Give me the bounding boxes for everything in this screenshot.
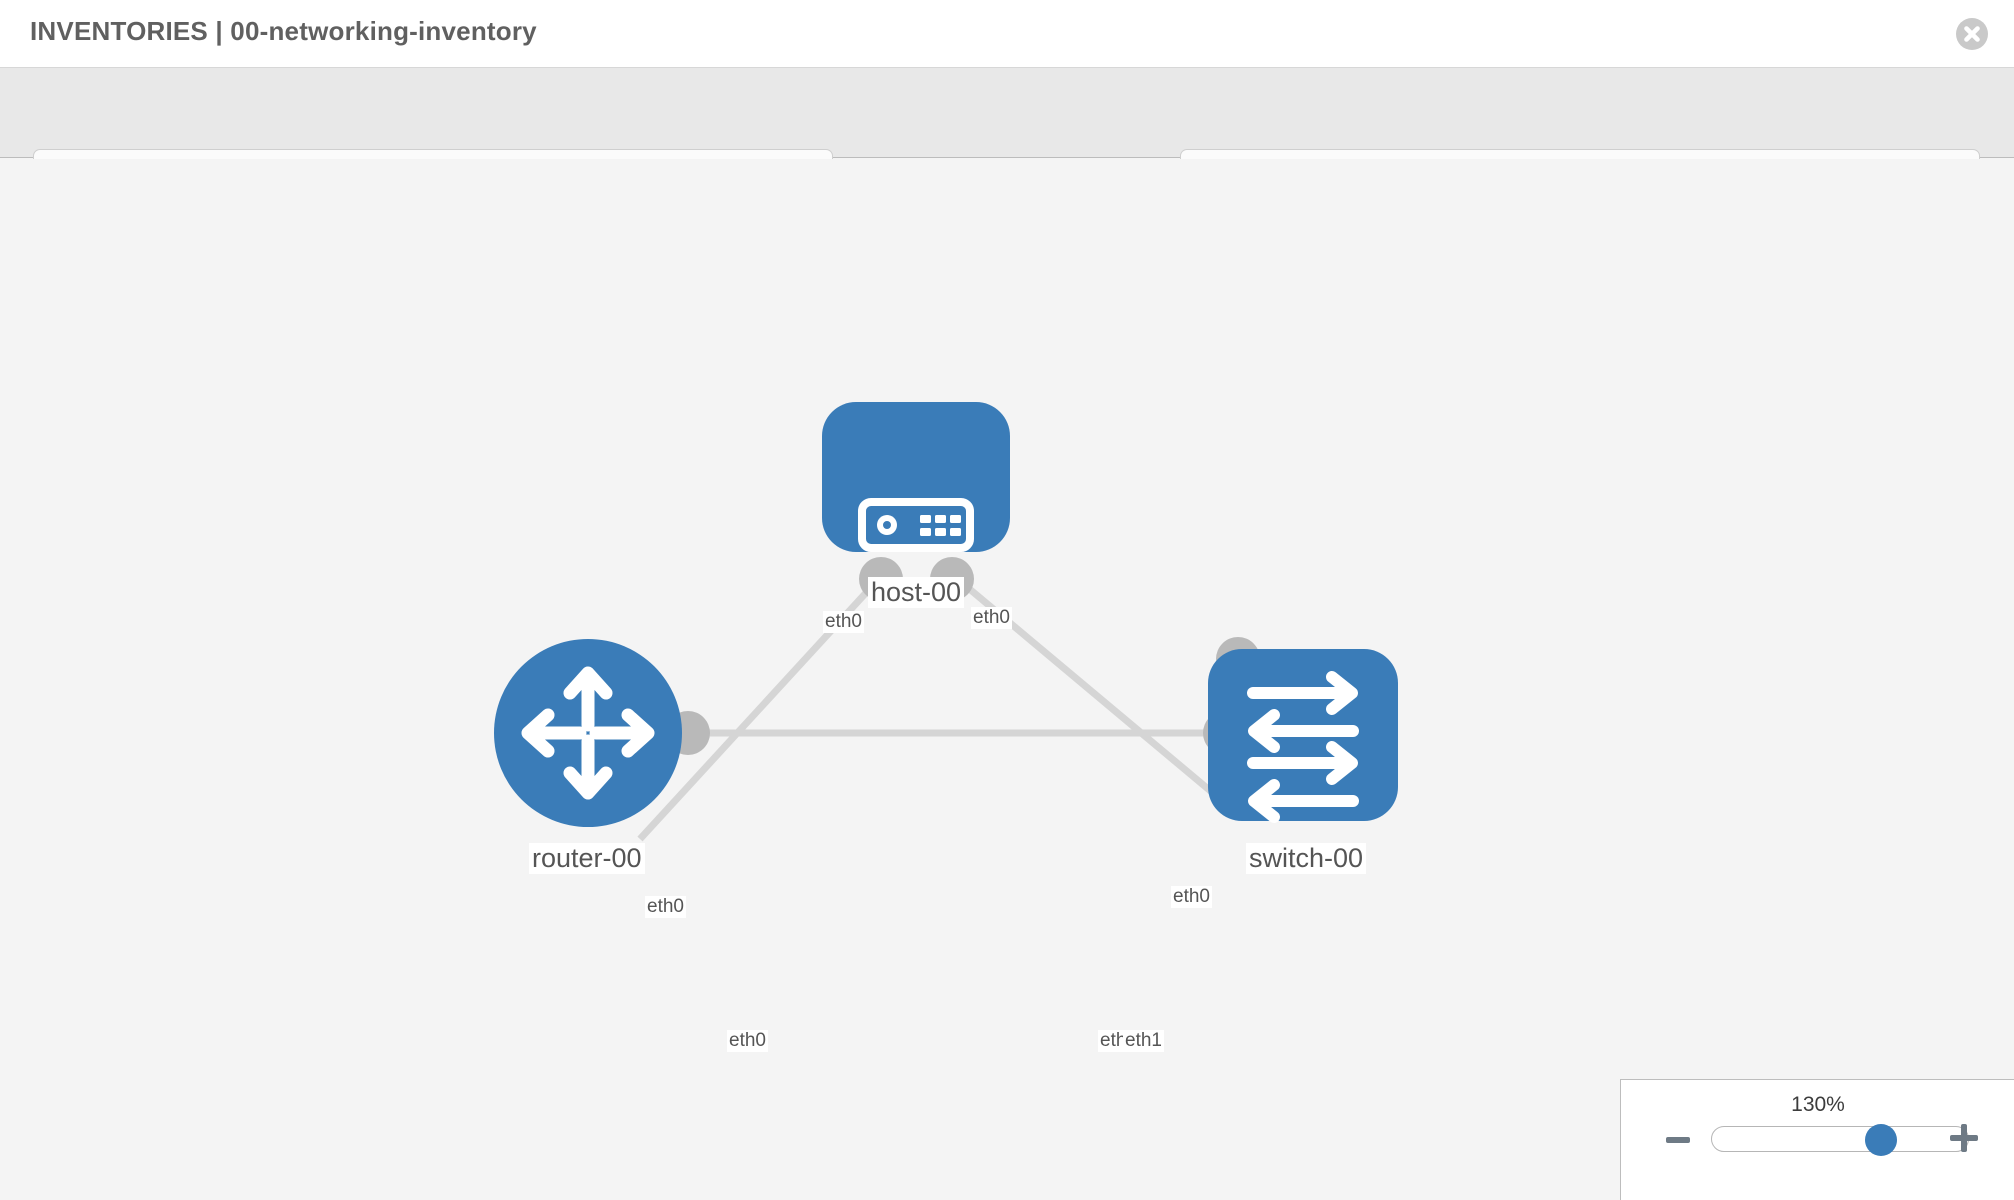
edge-label-switch-eth1: eth1 xyxy=(1123,1030,1164,1052)
topology-graph xyxy=(494,402,1398,842)
edge-label-router-eth0-up: eth0 xyxy=(645,896,686,918)
zoom-control-panel: 130% xyxy=(1620,1079,2014,1200)
node-host-00[interactable] xyxy=(822,402,1010,552)
node-label-host-00: host-00 xyxy=(868,577,965,608)
server-icon xyxy=(858,498,974,552)
switch-arrows-icon xyxy=(1247,671,1359,823)
plus-icon[interactable] xyxy=(1950,1124,1978,1152)
close-icon[interactable] xyxy=(1956,18,1988,50)
edge-label-host-eth0-left: eth0 xyxy=(823,611,864,633)
edge-label-router-eth0-right: eth0 xyxy=(727,1030,768,1052)
zoom-slider-track[interactable] xyxy=(1711,1126,1969,1152)
topology-canvas[interactable]: host-00 router-00 switch-00 eth0 eth0 et… xyxy=(0,159,2014,1200)
minus-icon[interactable] xyxy=(1666,1137,1690,1143)
page-header: INVENTORIES | 00-networking-inventory xyxy=(0,0,2014,68)
node-label-switch-00: switch-00 xyxy=(1246,843,1367,874)
router-arrows-icon xyxy=(521,666,655,800)
edge-label-switch-eth0-up: eth0 xyxy=(1171,886,1212,908)
node-switch-00[interactable] xyxy=(1208,649,1398,823)
zoom-slider-thumb[interactable] xyxy=(1865,1124,1897,1156)
node-label-router-00: router-00 xyxy=(529,843,645,874)
node-router-00[interactable] xyxy=(494,639,682,827)
edge-label-switch-eth-truncated: eth xyxy=(1098,1030,1129,1052)
zoom-level-label: 130% xyxy=(1791,1093,1845,1116)
toolbar: ACTIONS SEARCH xyxy=(0,68,2014,201)
edge-label-host-eth0-right: eth0 xyxy=(971,607,1012,629)
page-title: INVENTORIES | 00-networking-inventory xyxy=(30,16,537,46)
